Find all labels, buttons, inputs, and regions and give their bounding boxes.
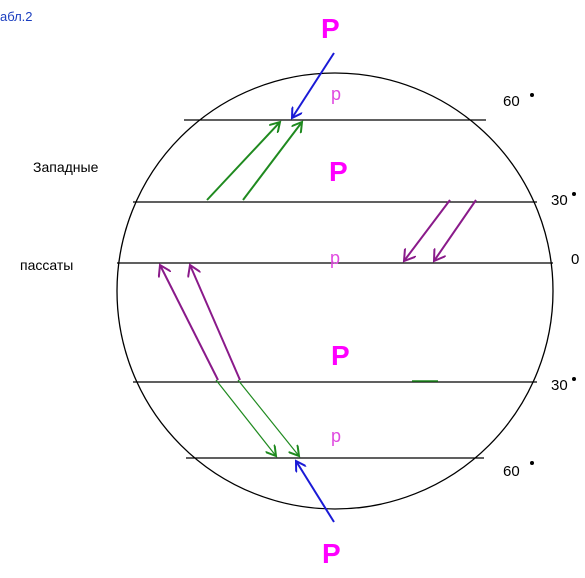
pressure-label-equator: p — [330, 248, 340, 268]
trade-winds-label: пассаты — [20, 257, 73, 273]
pressure-label-30n: P — [329, 156, 348, 187]
trade-wind-arrow-north-1 — [404, 199, 451, 261]
trade-wind-arrow-south-1 — [160, 265, 219, 381]
globe-outline — [116, 72, 554, 510]
corner-label: абл.2 — [0, 9, 33, 24]
latitude-label-60s: 60 — [503, 463, 520, 480]
latitude-label-30s: 30 — [551, 377, 568, 394]
degree-dot-60n — [530, 93, 534, 97]
westerly-arrow-south-2 — [237, 379, 299, 456]
polar-wind-arrow-north — [292, 52, 335, 118]
polar-wind-arrow-south — [296, 461, 335, 523]
westerlies-label: Западные — [33, 159, 99, 175]
pressure-label-60s: p — [331, 426, 341, 446]
westerly-arrow-north-1 — [206, 122, 280, 201]
westerly-arrow-north-2 — [242, 122, 302, 201]
latitude-label-equator: 0 — [571, 251, 579, 268]
latitude-label-30n: 30 — [551, 192, 568, 209]
pressure-label-30s: P — [331, 340, 350, 371]
pressure-label-60n: p — [331, 84, 341, 104]
trade-wind-arrow-north-2 — [434, 199, 477, 261]
trade-wind-arrow-south-2 — [190, 265, 241, 381]
degree-dot-30n — [572, 192, 576, 196]
pressure-label-south-pole: P — [322, 538, 341, 569]
westerly-arrow-south-1 — [215, 379, 276, 456]
latitude-label-60n: 60 — [503, 93, 520, 110]
pressure-label-north-pole: P — [321, 13, 340, 44]
degree-dot-60s — [530, 461, 534, 465]
degree-dot-30s — [572, 377, 576, 381]
